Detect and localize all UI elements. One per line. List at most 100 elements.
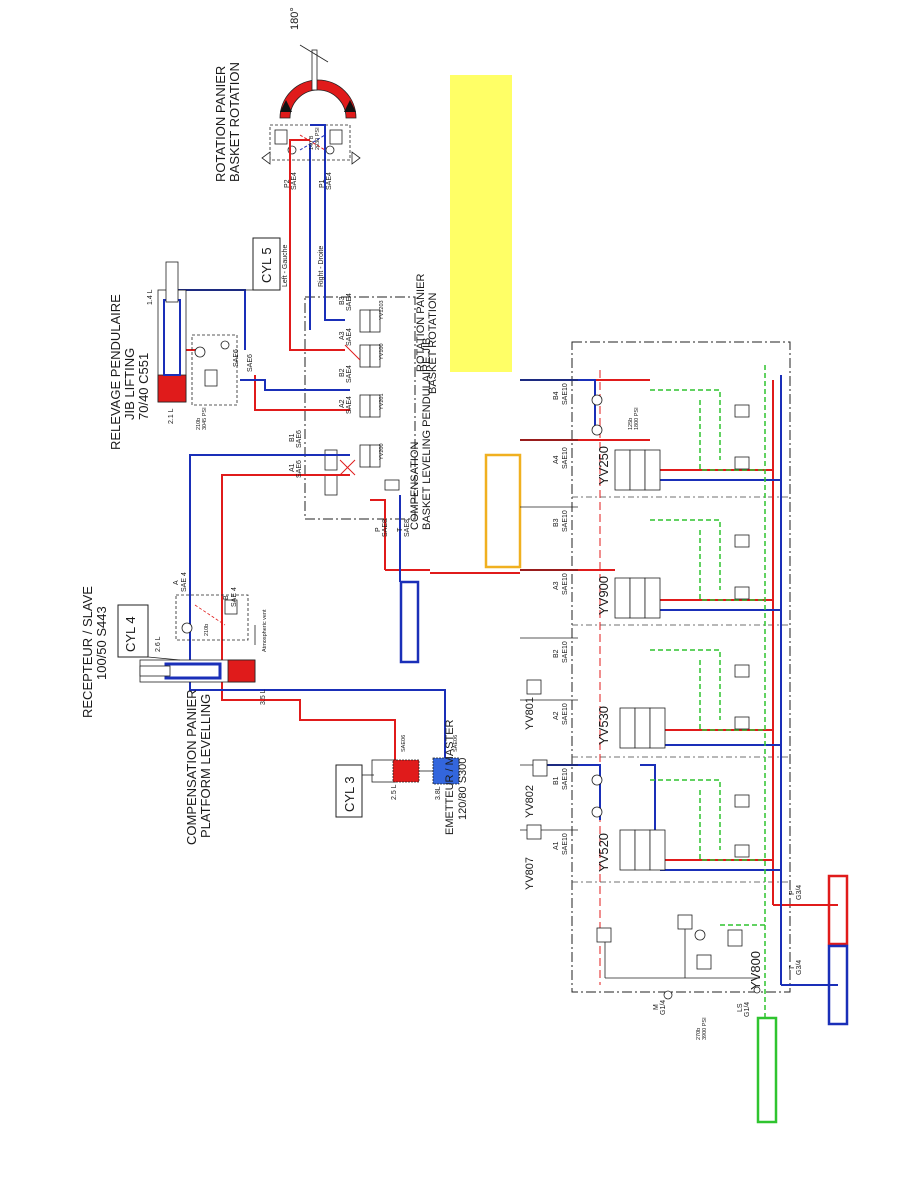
cyl3-callout	[335, 764, 374, 818]
solenoid-icons	[526, 679, 548, 840]
solenoid-yv800: YV800	[748, 951, 763, 990]
jib-valve	[191, 334, 238, 406]
slave-port-a-size: SAE 4	[181, 572, 188, 592]
line-left-label: Left - Gauche	[282, 244, 289, 287]
main-port-b3: B3	[553, 518, 560, 527]
gauge-port-symbols	[663, 986, 761, 1000]
basket-rotation-title-fr: ROTATION PANIER	[213, 66, 228, 182]
slave-vent: Atmospheric vent	[262, 609, 268, 652]
comp-port-a1: A1	[289, 463, 296, 472]
main-relief: 270b3900 PSI	[696, 1017, 708, 1040]
master-vol-rod: 2.5 L	[391, 784, 398, 800]
slave-port-b-size: SAE 4	[231, 587, 238, 607]
valve-yv900	[614, 534, 750, 619]
cyl4-callout	[117, 604, 181, 661]
rotation-valve-pressure: 140 B2030 PSI	[309, 127, 321, 150]
slave-valve-pressure: 210b	[204, 624, 210, 636]
comp-port-b2-size: SAE4	[346, 365, 353, 383]
slave-vol-rod: 2.6 L	[155, 636, 162, 652]
compensation-block	[304, 296, 416, 520]
load-sense-lines	[650, 365, 766, 1018]
main-port-a4: A4	[553, 455, 560, 464]
jib-title-fr: RELEVAGE PENDULAIRE	[108, 294, 123, 450]
solenoid-yv802: YV802	[524, 785, 536, 818]
comp-block-rot-en: BASKET ROTATION	[427, 292, 439, 394]
comp-port-p: P	[375, 527, 382, 532]
comp-port-a2-size: SAE4	[346, 396, 353, 414]
main-block-port-lines	[520, 379, 578, 831]
main-block-section-dividers	[572, 496, 790, 883]
comp-port-t: T	[397, 527, 404, 532]
comp-port-b3: B3	[339, 296, 346, 305]
master-cylinder	[371, 757, 460, 785]
platform-title-en: PLATFORM LEVELLING	[198, 694, 213, 838]
valve-yv250-label: YV250	[596, 446, 611, 485]
slave-cylinder	[139, 659, 256, 683]
slave-port-a: A	[173, 580, 180, 585]
port-m: M	[653, 1004, 660, 1010]
inlet-section	[596, 914, 760, 979]
comp-port-a3-size: SAE4	[346, 328, 353, 346]
jib-port-b: SAE6	[247, 354, 254, 372]
main-port-b1-size: SAE10	[562, 768, 569, 790]
port-t: T	[789, 965, 796, 970]
main-port-a2: A2	[553, 711, 560, 720]
port-p: P	[789, 890, 796, 895]
rotation-lines	[289, 124, 326, 170]
comp-valve-1: YV1203	[379, 300, 385, 320]
line-right-label: Right - Droite	[318, 246, 325, 287]
comp-port-a1-size: SAE6	[296, 460, 303, 478]
main-port-a1-size: SAE10	[562, 833, 569, 855]
port-p-size: G3/4	[796, 885, 803, 900]
master-vol-bore: 3.8L	[435, 786, 442, 800]
slave-title: RECEPTEUR / SLAVE	[80, 586, 95, 718]
main-port-b2-size: SAE10	[562, 641, 569, 663]
slave-valve	[175, 594, 256, 645]
jib-port-a: SAE6	[233, 349, 240, 367]
port-ls: LS	[737, 1003, 744, 1012]
valve-yv530	[619, 664, 750, 749]
comp-port-a3: A3	[339, 331, 346, 340]
solenoid-yv801: YV801	[524, 697, 536, 730]
comp-cross-lines	[339, 344, 361, 476]
main-port-b4: B4	[553, 391, 560, 400]
port-t-size: G3/4	[796, 960, 803, 975]
main-port-a1: A1	[553, 841, 560, 850]
master-model: 120/80 S300	[457, 758, 469, 820]
rotation-port-p2-size: SAE4	[291, 172, 298, 190]
port-ls-size: G1/4	[744, 1002, 751, 1017]
comp-port-b3-size: SAE4	[346, 293, 353, 311]
jib-model: 70/40 C551	[136, 353, 151, 420]
comp-port-a2: A2	[339, 399, 346, 408]
rotation-port-p1-size: SAE4	[326, 172, 333, 190]
blue-marker-box	[399, 580, 420, 664]
valve-yv900-label: YV900	[596, 576, 611, 615]
rotation-angle: 180°	[289, 7, 301, 30]
pressure-supply-box	[827, 874, 849, 946]
rotation-motor	[279, 44, 357, 119]
comp-port-b2: B2	[339, 368, 346, 377]
comp-block-title-en: BASKET LEVELING PENDULAIRE JIB	[421, 338, 433, 530]
master-port-2: SAE06	[453, 735, 459, 752]
comp-port-b1: B1	[289, 433, 296, 442]
valve-yv520-label: YV520	[596, 833, 611, 872]
cyl4-label: CYL 4	[123, 616, 138, 652]
slave-port-b: B	[223, 595, 230, 600]
comp-port-b1-size: SAE6	[296, 430, 303, 448]
master-port-1: SAE06	[401, 735, 407, 752]
main-port-b2: B2	[553, 649, 560, 658]
solenoid-yv807: YV807	[524, 857, 536, 890]
master-title: EMETTEUR / MASTER	[444, 719, 456, 835]
jib-cylinder	[157, 261, 187, 403]
main-port-b1: B1	[553, 776, 560, 785]
rotation-port-p2: P2	[284, 179, 291, 188]
comp-valve-4: YV200	[379, 443, 385, 460]
cyl3-label: CYL 3	[342, 776, 357, 812]
jib-vol-rod: 1.4 L	[147, 289, 154, 305]
slave-vol-bore: 3.5 L	[260, 689, 267, 705]
main-port-a4-size: SAE10	[562, 447, 569, 469]
jib-title-en: JIB LIFTING	[122, 348, 137, 420]
comp-block-rot-fr: ROTATION PANIER	[415, 274, 427, 372]
platform-title-fr: COMPENSATION PANIER	[184, 689, 199, 845]
